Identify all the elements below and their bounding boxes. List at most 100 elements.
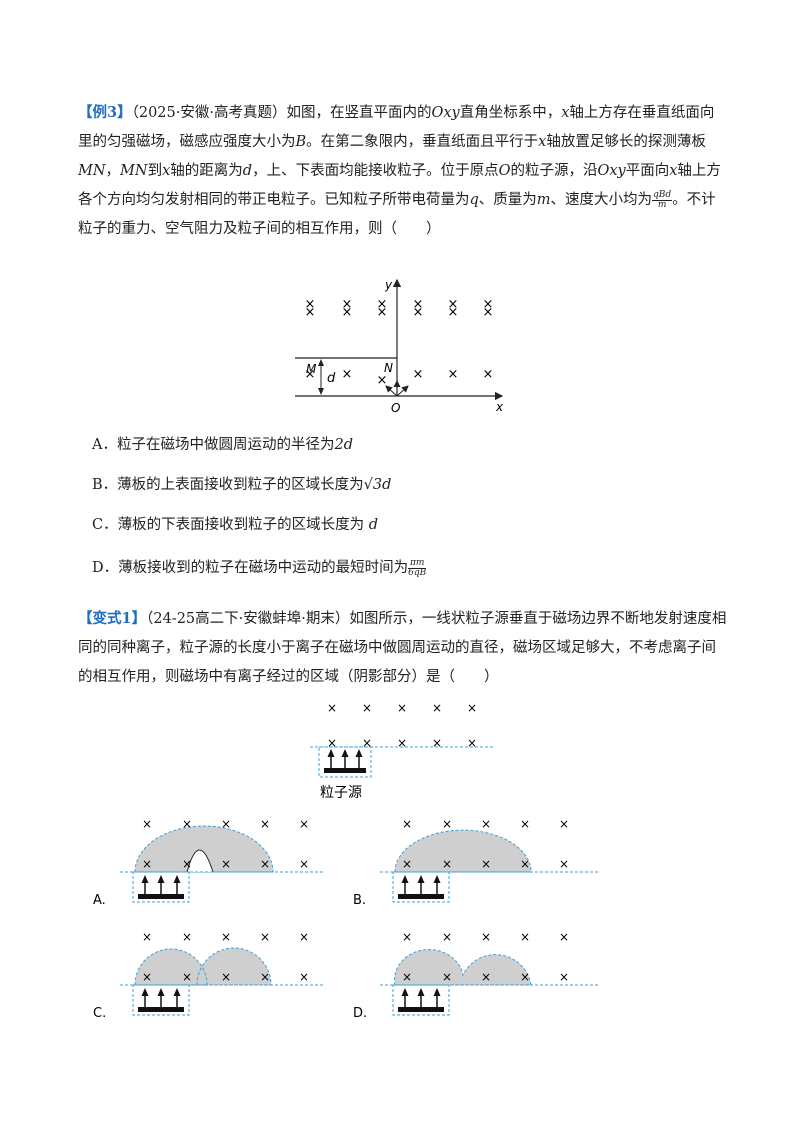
label-o: O (391, 401, 400, 415)
arrow-head (401, 875, 409, 883)
field-cross: × (559, 930, 569, 944)
field-cross: × (342, 367, 353, 382)
field-cross: × (342, 305, 353, 320)
unshaded-gap (186, 849, 214, 873)
d-arrow-down (318, 388, 324, 395)
field-cross: × (442, 857, 452, 871)
field-cross: × (467, 736, 477, 750)
field-cross: × (402, 817, 412, 831)
arrow-head (327, 749, 335, 757)
field-cross: × (342, 297, 353, 312)
emit-arrow (385, 385, 398, 397)
label-m: M (306, 362, 317, 376)
choice-a-figure[interactable]: ××××××××××A. (85, 812, 325, 917)
q1-text: 到 (147, 163, 163, 179)
shaded-region (394, 829, 532, 873)
field-cross: × (377, 373, 388, 388)
q1-text: 轴上方各个方向均匀发射相同的带正电粒子。已知粒子所带电荷量为 (78, 163, 721, 208)
q1-text: 轴放置足够长的探测薄板 (546, 134, 706, 150)
q1-var: MN (78, 163, 106, 179)
option-a-value: 2d (334, 437, 353, 453)
q1-text: 平面向 (625, 163, 670, 179)
q1-tag: 【例3】 (78, 104, 132, 121)
choice-d-figure[interactable]: ××××××××××D. (345, 925, 605, 1030)
q2-source: （24-25高二下·安徽蚌埠·期末） (146, 611, 350, 627)
arrow-head (401, 988, 409, 996)
arrow-head (341, 749, 349, 757)
q2-stem: 【变式1】（24-25高二下·安徽蚌埠·期末）如图所示，一线状粒子源垂直于磁场边… (78, 604, 728, 692)
label-d: d (327, 371, 336, 386)
option-b[interactable]: B．薄板的上表面接收到粒子的区域长度为√3d (92, 473, 391, 494)
arrow-head (173, 988, 181, 996)
source-bar (398, 1007, 444, 1012)
q1-source: （2025·安徽·高考真题） (131, 105, 287, 121)
field-cross: × (377, 305, 388, 320)
source-arrows (327, 749, 363, 768)
field-cross: × (221, 930, 231, 944)
q1-var: B (295, 134, 307, 150)
arrow-head (173, 875, 181, 883)
q1-text: 、速度大小均为 (550, 192, 653, 208)
field-cross: × (483, 367, 494, 382)
field-cross: × (362, 701, 372, 715)
field-cross: × (442, 817, 452, 831)
choice-b-figure[interactable]: ××××××××××B. (345, 812, 605, 917)
field-cross: × (260, 817, 270, 831)
q1-var: m (536, 192, 551, 208)
field-cross: × (299, 817, 309, 831)
source-bar (138, 894, 184, 899)
field-cross: × (481, 930, 491, 944)
shaded-region (134, 825, 274, 873)
choice-c-figure[interactable]: ××××××××××C. (85, 925, 325, 1030)
source-box (132, 871, 190, 903)
q1-var: q (469, 192, 479, 208)
arrow-head (433, 875, 441, 883)
field-cross: × (520, 970, 530, 984)
q1-text: ， (105, 163, 121, 179)
field-cross: × (402, 857, 412, 871)
source-bar (398, 894, 444, 899)
q1-stem: 【例3】（2025·安徽·高考真题）如图，在竖直平面内的Oxy直角坐标系中，x轴… (78, 98, 728, 244)
arrow-head (157, 875, 165, 883)
field-cross: × (327, 736, 337, 750)
field-cross: × (442, 970, 452, 984)
q1-var: x (538, 134, 547, 150)
field-cross: × (442, 930, 452, 944)
field-cross: × (182, 857, 192, 871)
option-b-value: √3d (363, 477, 392, 493)
field-cross: × (142, 930, 152, 944)
q1-var: O (498, 163, 511, 179)
field-cross: × (520, 930, 530, 944)
field-cross: × (260, 970, 270, 984)
option-a[interactable]: A．粒子在磁场中做圆周运动的半径为2d (92, 433, 353, 454)
field-cross: × (520, 857, 530, 871)
field-cross: × (402, 930, 412, 944)
frac-num: qBd (652, 189, 673, 201)
q2-text: 如图所示，一线状粒子源垂直于磁场边界不断地发射速度相同的同种离子，粒子源的长度小… (78, 611, 727, 685)
option-b-text: B．薄板的上表面接收到粒子的区域长度为 (92, 477, 364, 493)
field-cross: × (182, 970, 192, 984)
q1-var: d (242, 163, 253, 179)
q1-var: x (561, 105, 570, 121)
field-cross: × (221, 970, 231, 984)
field-cross: × (221, 857, 231, 871)
source-bar (138, 1007, 184, 1012)
field-cross: × (448, 305, 459, 320)
choice-label: D. (353, 1006, 367, 1021)
q2-main-figure: 粒子源 ×××××××××× (310, 701, 495, 801)
q1-text: 如图，在竖直平面内的 (286, 105, 432, 121)
source-box (392, 871, 450, 903)
field-cross: × (402, 970, 412, 984)
source-box (392, 984, 450, 1016)
choice-label: A. (93, 893, 106, 908)
field-cross: × (260, 930, 270, 944)
q1-oxy: Oxy (431, 105, 460, 121)
field-cross: × (397, 701, 407, 715)
arrow-head (157, 988, 165, 996)
q1-text: 。在第二象限内，垂直纸面且平行于 (306, 134, 539, 150)
q1-text: ，上、下表面均能接收粒子。位于原点 (252, 163, 499, 179)
field-cross: × (305, 297, 316, 312)
option-c[interactable]: C．薄板的下表面接收到粒子的区域长度为 d (92, 513, 378, 534)
